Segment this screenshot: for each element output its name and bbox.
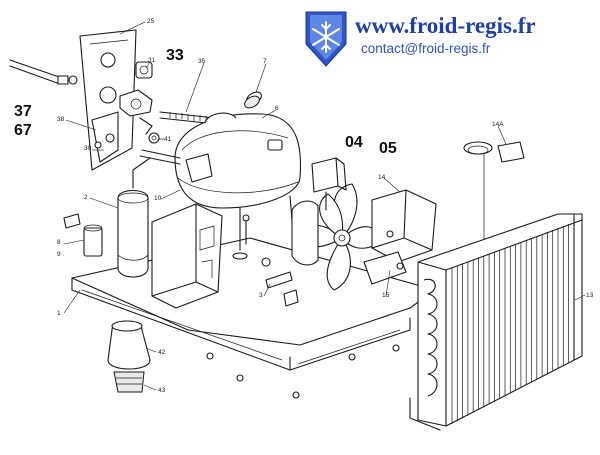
callout-2: 2 (84, 194, 88, 201)
callout-15: 15 (382, 292, 390, 299)
fan-assembly (291, 183, 379, 291)
accumulator-bottle (107, 320, 151, 393)
callout-7: 7 (263, 58, 267, 65)
site-url[interactable]: www.froid-regis.fr (355, 13, 536, 38)
callout-30: 30 (84, 145, 92, 152)
thermostat-probe (463, 141, 525, 268)
callout-43: 43 (158, 387, 166, 394)
power-cable (9, 59, 78, 85)
start-relay-box (151, 203, 223, 309)
callout-05: 05 (379, 140, 397, 157)
compressor (139, 112, 302, 260)
callout-25: 25 (147, 18, 155, 25)
callout-41: 41 (164, 136, 172, 143)
filter-drier (117, 157, 151, 278)
fan-motor (311, 157, 347, 211)
callout-14: 14 (378, 174, 386, 181)
callout-35: 35 (198, 58, 206, 65)
condenser-coil (409, 213, 583, 431)
relay-parts (119, 61, 160, 144)
grommet (244, 91, 262, 109)
callout-9: 9 (57, 251, 61, 258)
callout-13: 13 (586, 292, 594, 299)
capacitor-clip (63, 213, 103, 257)
mounting-bracket (79, 29, 137, 171)
callout-10: 10 (154, 195, 162, 202)
contact-email[interactable]: contact@froid-regis.fr (361, 41, 491, 56)
snowflake-icon (312, 21, 340, 53)
callout-6: 6 (275, 105, 279, 112)
callout-8: 8 (57, 239, 61, 246)
mounting-bolts (242, 214, 299, 307)
fan-bracket (363, 189, 437, 285)
callout-labels: 33 37 67 04 05 25 31 35 7 6 38 30 41 10 … (14, 18, 594, 394)
leader-lines (63, 21, 586, 391)
callout-33: 33 (166, 47, 184, 64)
callout-31: 31 (148, 57, 156, 64)
callout-14A: 14A (492, 121, 504, 128)
callout-3: 3 (259, 292, 263, 299)
callout-04: 04 (345, 134, 363, 151)
callout-67: 67 (14, 122, 32, 139)
callout-42: 42 (158, 349, 166, 356)
callout-38: 38 (57, 116, 65, 123)
callout-37: 37 (14, 103, 32, 120)
callout-1: 1 (57, 310, 61, 317)
snowflake-shield-logo[interactable] (305, 11, 347, 67)
